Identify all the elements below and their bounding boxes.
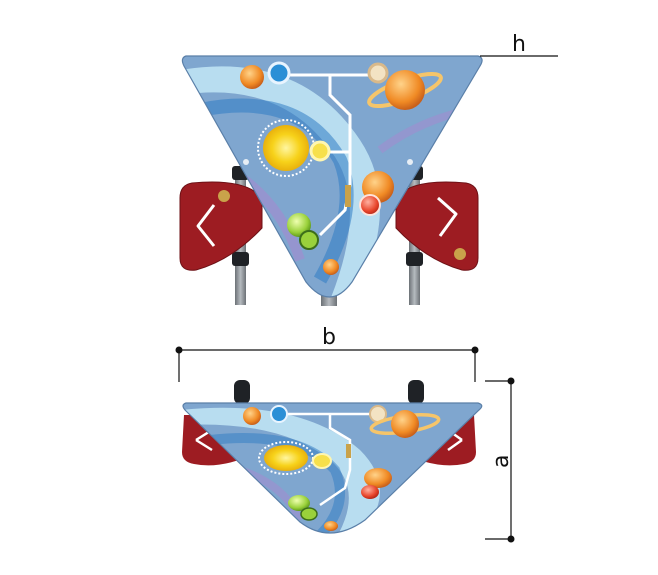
dimension-b-label: b (322, 325, 336, 350)
front-track (282, 73, 370, 237)
left-wing-track (196, 204, 216, 247)
right-clamp-bottom (406, 252, 423, 266)
dimension-b-end-left (175, 346, 183, 354)
front-knob-green (299, 230, 319, 250)
left-clamp-bottom (232, 252, 249, 266)
top-view (182, 380, 483, 534)
top-planet-red (361, 485, 379, 499)
top-light-band (183, 407, 380, 534)
sun (263, 125, 309, 171)
bolt (407, 159, 413, 165)
top-saturn-planet (391, 410, 419, 438)
front-light-band (182, 66, 380, 297)
top-planet-tiny (324, 521, 338, 531)
front-planet-red (359, 194, 381, 216)
dimension-a-end-bottom (507, 535, 515, 543)
front-slider-handle (345, 185, 351, 207)
left-wing-knob (218, 190, 230, 202)
top-planet-small-orange (243, 407, 261, 425)
front-planet-small-orange (240, 65, 264, 89)
right-wing-panel (395, 181, 479, 271)
dimension-a-label: a (489, 455, 514, 468)
front-knob-blue (267, 61, 291, 85)
left-wing-panel (179, 181, 263, 271)
left-post-cap (234, 380, 250, 404)
top-sun (264, 445, 308, 471)
top-knob-yellow (312, 453, 332, 469)
front-dark-band (198, 98, 354, 284)
top-planet-green (288, 495, 310, 511)
dimension-b (178, 349, 476, 382)
right-wing-track (437, 196, 458, 237)
dimension-h-label: h (512, 32, 526, 57)
top-dark-band (209, 433, 345, 534)
bolt (243, 159, 249, 165)
front-panel-outline (181, 55, 483, 298)
top-panel-outline (182, 402, 483, 534)
right-post-cap (408, 380, 424, 404)
dimension-a-end-top (507, 377, 515, 385)
dimension-a (485, 380, 512, 540)
front-knob-beige (367, 62, 389, 84)
front-view (179, 55, 483, 306)
dimension-b-end-right (471, 346, 479, 354)
front-planet-tiny (323, 259, 339, 275)
top-slider-handle (346, 444, 351, 458)
top-knob-blue (270, 405, 288, 423)
top-knob-green (300, 507, 318, 521)
right-wing-knob (454, 248, 466, 260)
saturn-planet (385, 70, 425, 110)
top-planet-orange (364, 468, 392, 488)
front-knob-yellow (309, 140, 331, 162)
